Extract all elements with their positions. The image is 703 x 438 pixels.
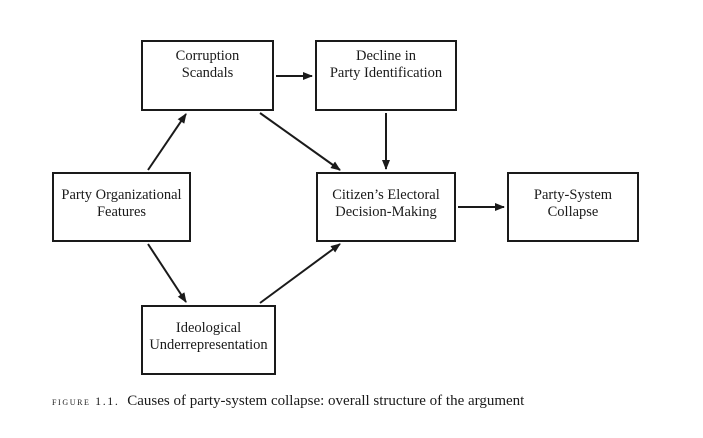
figure-caption: figure 1.1. Causes of party-system colla… <box>52 393 524 410</box>
node-corruption-scandals: Corruption Scandals <box>141 40 274 111</box>
node-party-org-line1: Party Organizational <box>61 187 182 203</box>
arrow-ideological-to-citizen <box>259 243 341 304</box>
node-decline-line1: Decline in <box>356 48 416 64</box>
node-decline-line2: Party Identification <box>329 65 443 81</box>
node-ideological-underrepresentation: Ideological Underrepresentation <box>141 305 276 375</box>
arrow-party-org-to-corruption <box>147 113 187 171</box>
node-collapse-line2: Collapse <box>547 204 599 220</box>
node-corruption-line1: Corruption <box>175 48 240 64</box>
node-citizen-line1: Citizen’s Electoral <box>332 187 440 203</box>
node-corruption-line2: Scandals <box>181 65 234 81</box>
node-ideological-line1: Ideological <box>175 320 242 336</box>
node-ideological-line2: Underrepresentation <box>149 337 268 353</box>
figure-caption-text: Causes of party-system collapse: overall… <box>127 393 525 409</box>
node-citizen-line2: Decision-Making <box>335 204 437 220</box>
node-party-org-line2: Features <box>96 204 147 220</box>
node-party-organizational-features: Party Organizational Features <box>52 172 191 242</box>
figure-caption-label: figure 1.1. <box>52 394 120 408</box>
arrow-party-org-to-ideological <box>147 243 187 303</box>
node-decline-party-identification: Decline in Party Identification <box>315 40 457 111</box>
arrow-corruption-to-citizen <box>259 112 341 171</box>
node-party-system-collapse: Party-System Collapse <box>507 172 639 242</box>
node-collapse-line1: Party-System <box>533 187 613 203</box>
node-citizens-electoral-decision-making: Citizen’s Electoral Decision-Making <box>316 172 456 242</box>
